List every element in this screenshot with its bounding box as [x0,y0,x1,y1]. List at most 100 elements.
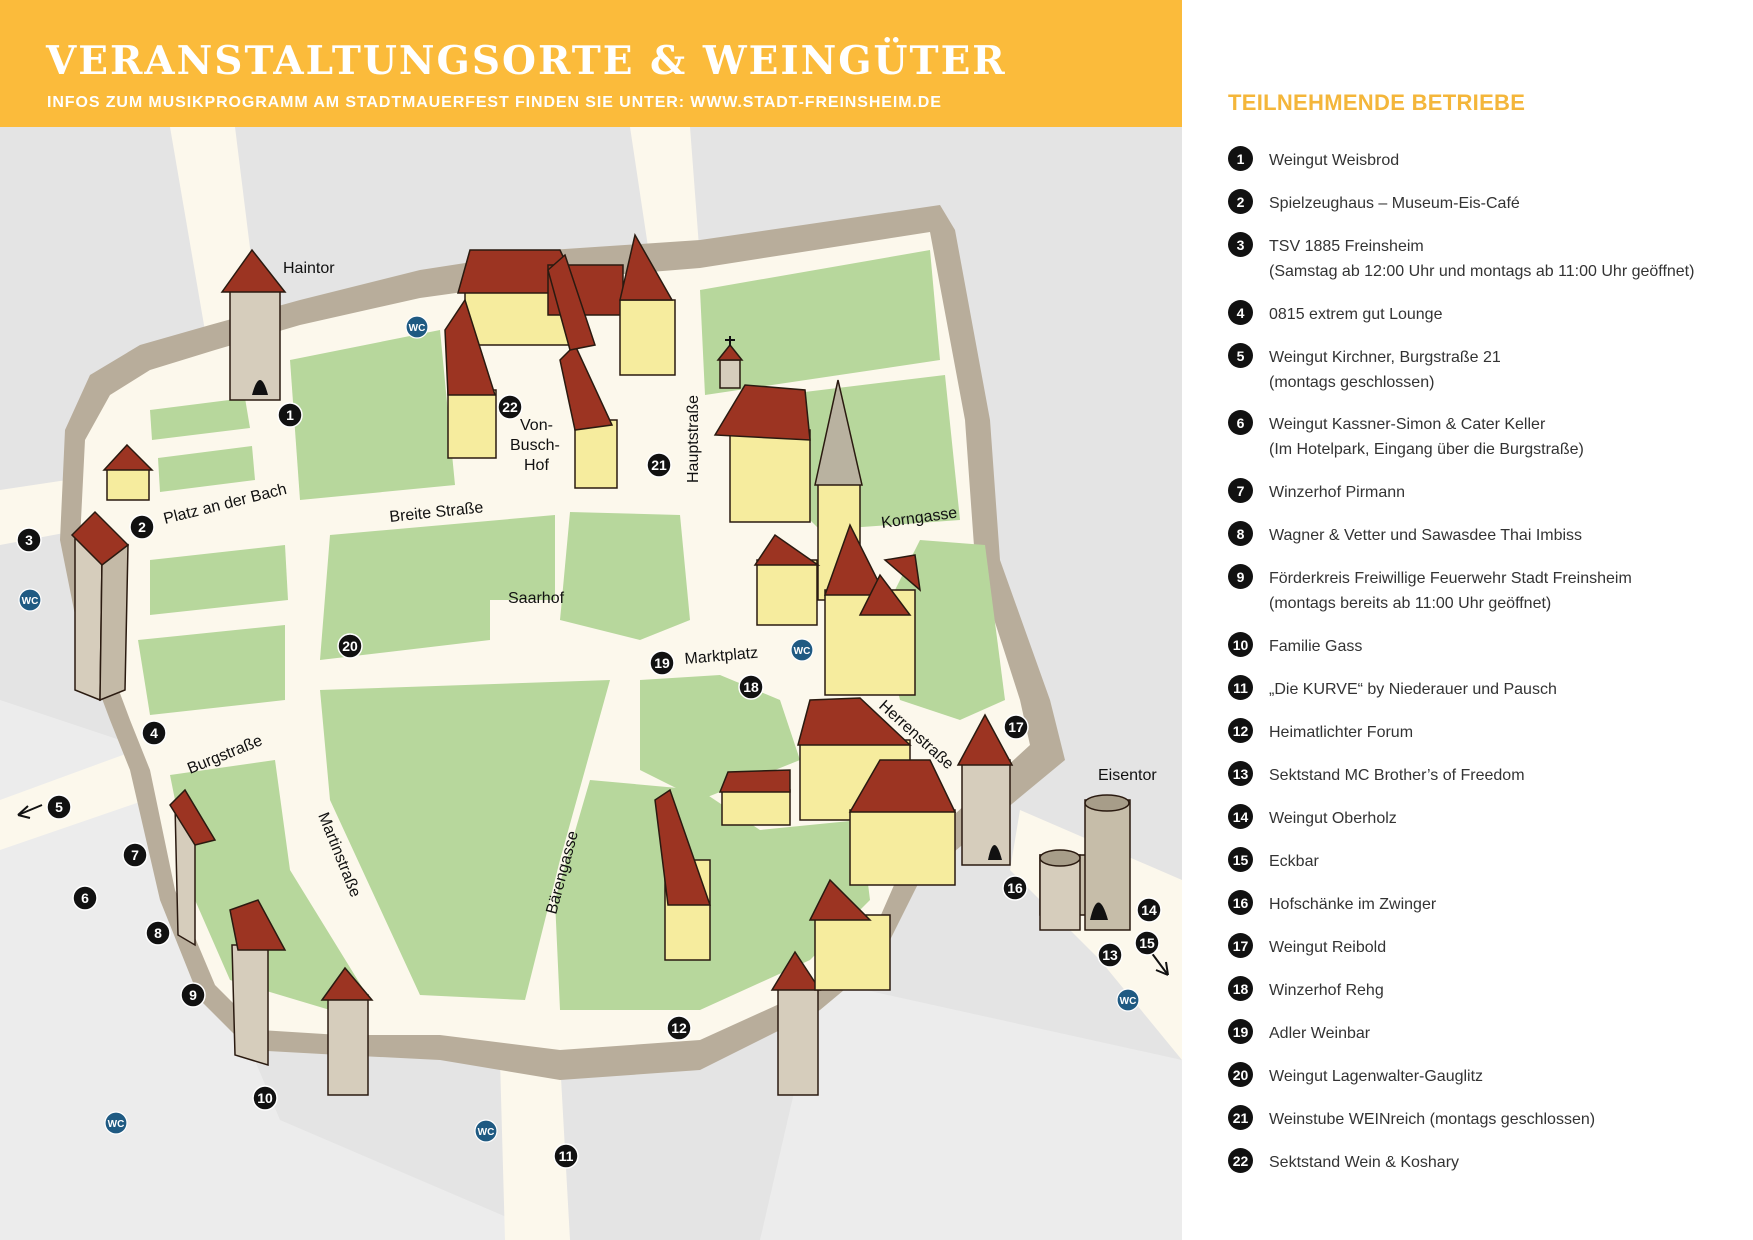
label-eisentor: Eisentor [1098,767,1157,784]
legend-item-line: Sektstand Wein & Koshary [1269,1154,1460,1171]
svg-text:8: 8 [154,925,162,941]
svg-text:WC: WC [108,1119,125,1130]
legend-item-line: (Im Hotelpark, Eingang über die Burgstra… [1269,441,1584,458]
svg-text:22: 22 [502,399,518,415]
legend-item-20[interactable]: 20 Weingut Lagenwalter-Gauglitz [1228,1062,1739,1089]
wc-marker: WC [474,1119,498,1143]
svg-text:4: 4 [150,725,158,741]
legend-item-line: Winzerhof Rehg [1269,982,1384,999]
svg-text:7: 7 [131,847,139,863]
legend-number-badge: 21 [1228,1105,1253,1130]
svg-text:WC: WC [1120,996,1137,1007]
marker-13[interactable]: 13 [1097,942,1123,968]
label-haintor: Haintor [283,260,335,277]
legend-item-line: 0815 extrem gut Lounge [1269,306,1443,323]
label-von-busch-hof-3: Hof [524,457,549,474]
page-subtitle: INFOS ZUM MUSIKPROGRAMM AM STADTMAUERFES… [47,94,942,111]
marker-15[interactable]: 15 [1134,930,1160,956]
svg-text:9: 9 [189,987,197,1003]
svg-text:WC: WC [22,596,39,607]
marker-17[interactable]: 17 [1003,714,1029,740]
legend-item-text: Eckbar [1269,849,1739,874]
marker-9[interactable]: 9 [180,982,206,1008]
svg-text:16: 16 [1007,880,1023,896]
tower-south-west-2 [229,899,287,1067]
legend-item-text: Weingut Oberholz [1269,806,1739,831]
legend-item-22[interactable]: 22 Sektstand Wein & Koshary [1228,1148,1739,1175]
marker-16[interactable]: 16 [1002,875,1028,901]
legend-item-11[interactable]: 11„Die KURVE“ by Niederauer und Pausch [1228,675,1739,702]
svg-text:14: 14 [1141,902,1157,918]
legend-number-badge: 2 [1228,189,1253,214]
marker-14[interactable]: 14 [1136,897,1162,923]
legend-item-7[interactable]: 7 Winzerhof Pirmann [1228,478,1739,505]
legend-number-badge: 13 [1228,761,1253,786]
marker-8[interactable]: 8 [145,920,171,946]
legend-item-line: Wagner & Vetter und Sawasdee Thai Imbiss [1269,527,1583,544]
marker-7[interactable]: 7 [122,842,148,868]
marker-22[interactable]: 22 [497,394,523,420]
marker-19[interactable]: 19 [649,650,675,676]
legend-number-badge: 7 [1228,478,1253,503]
legend-item-text: Winzerhof Pirmann [1269,480,1739,505]
marker-4[interactable]: 4 [141,720,167,746]
wc-marker: WC [1116,988,1140,1012]
legend-item-text: Weingut Lagenwalter-Gauglitz [1269,1064,1739,1089]
legend-number-badge: 14 [1228,804,1253,829]
legend-item-2[interactable]: 2 Spielzeughaus – Museum-Eis-Café [1228,189,1739,216]
svg-text:20: 20 [342,638,358,654]
marker-18[interactable]: 18 [738,674,764,700]
legend-item-line: Weingut Oberholz [1269,810,1397,827]
marker-21[interactable]: 21 [646,452,672,478]
legend-number-badge: 22 [1228,1148,1253,1173]
legend-item-line: Weingut Weisbrod [1269,152,1400,169]
legend-item-line: Familie Gass [1269,638,1363,655]
legend-item-line: Spielzeughaus – Museum-Eis-Café [1269,195,1520,212]
legend-number-badge: 20 [1228,1062,1253,1087]
legend-number-badge: 3 [1228,232,1253,257]
legend-item-6[interactable]: 6 Weingut Kassner-Simon & Cater Keller (Im… [1228,410,1739,462]
marker-3[interactable]: 3 [16,527,42,553]
page-title: VERANSTALTUNGSORTE & WEINGÜTER [46,38,1007,84]
street-south [500,1060,570,1240]
outer-terrain-east [760,980,1182,1240]
marker-11[interactable]: 11 [553,1143,579,1169]
marker-5[interactable]: 5 [46,794,72,820]
marker-10[interactable]: 10 [252,1085,278,1111]
marker-20[interactable]: 20 [337,633,363,659]
legend-item-line: Weingut Lagenwalter-Gauglitz [1269,1068,1484,1085]
small-house-west [102,443,154,501]
legend-item-line: Adler Weinbar [1269,1025,1371,1042]
marker-6[interactable]: 6 [72,885,98,911]
legend-item-text: Hofschänke im Zwinger [1269,892,1739,917]
legend-item-text: Wagner & Vetter und Sawasdee Thai Imbiss [1269,523,1739,548]
marker-12[interactable]: 12 [666,1015,692,1041]
legend-item-line: Weingut Kassner-Simon & Cater Keller [1269,416,1546,433]
houses-korngasse [753,523,922,696]
svg-text:17: 17 [1008,719,1024,735]
legend-item-text: Familie Gass [1269,634,1739,659]
marker-2[interactable]: 2 [129,514,155,540]
legend-item-14[interactable]: 14 Weingut Oberholz [1228,804,1739,831]
wc-marker: WC [405,315,429,339]
marker-1[interactable]: 1 [277,402,303,428]
legend-number-badge: 6 [1228,410,1253,435]
von-busch-hof-buildings [444,232,676,489]
legend-item-line: (montags bereits ab 11:00 Uhr geöffnet) [1269,595,1552,612]
legend-item-text: Heimatlichter Forum [1269,720,1739,745]
